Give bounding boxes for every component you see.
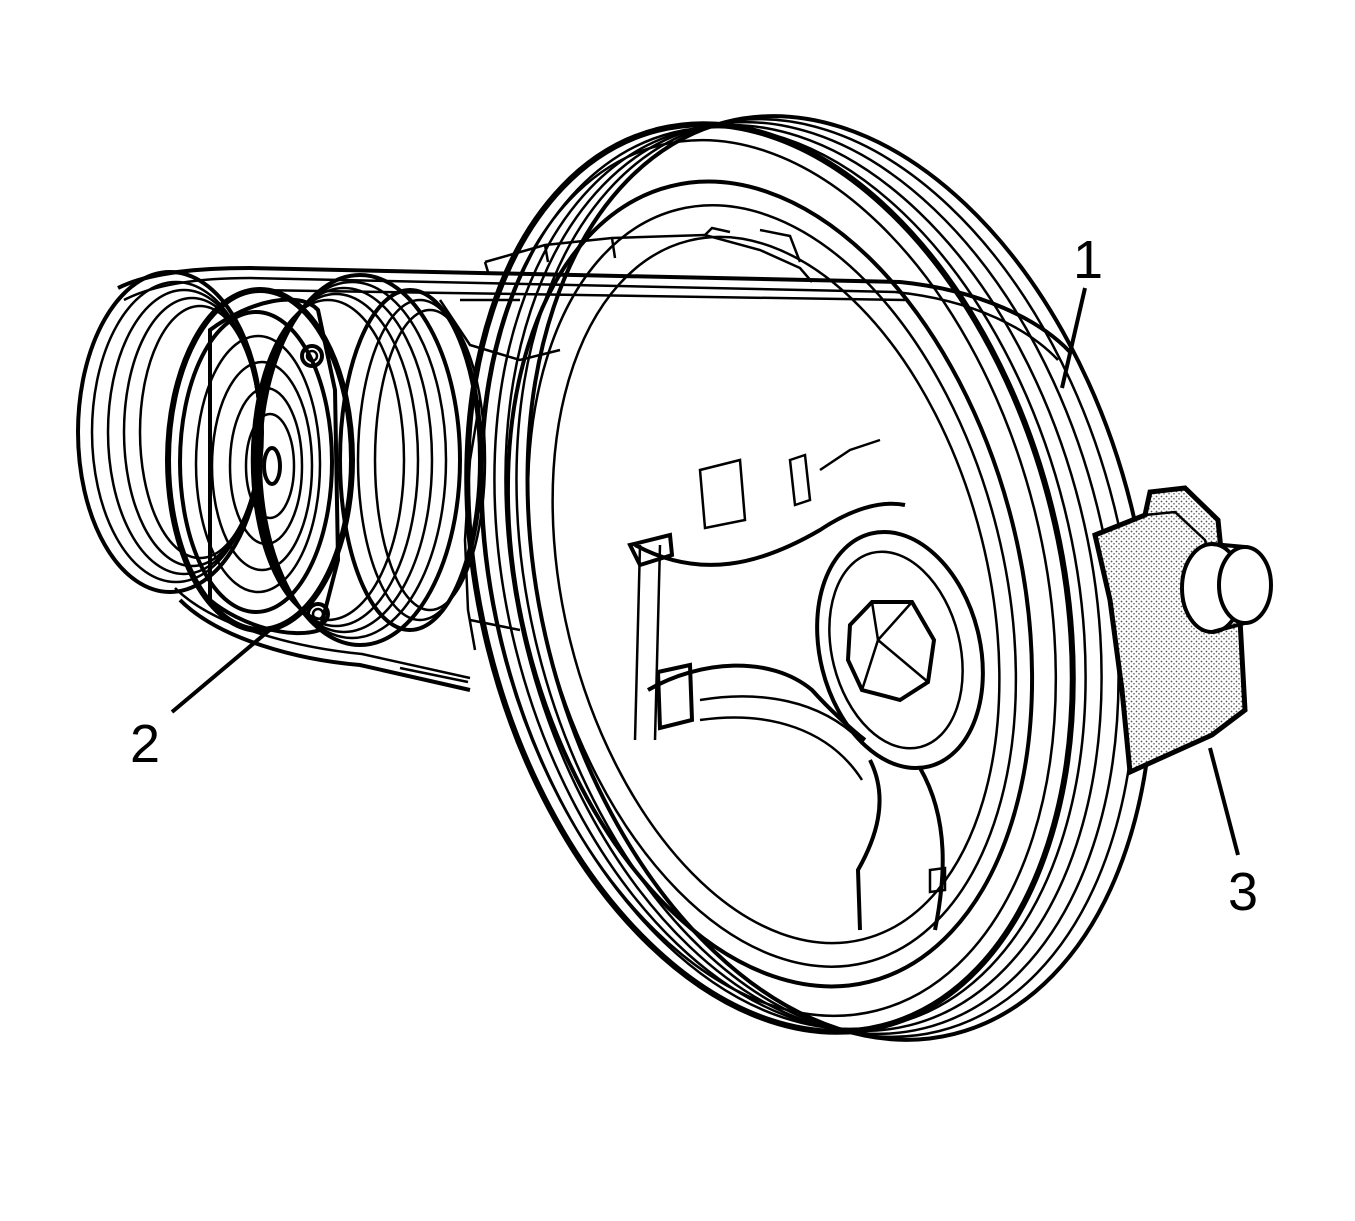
callout-label-1: 1 — [1073, 230, 1103, 290]
leader-line-3 — [1208, 747, 1240, 856]
compressor-clutch-pulley — [165, 273, 462, 647]
leader-line-1 — [1060, 287, 1087, 389]
sensor-bracket — [1092, 485, 1273, 776]
leader-lines — [170, 287, 1240, 856]
leader-line-2 — [170, 626, 274, 714]
callout-label-2: 2 — [130, 714, 160, 774]
callout-label-3: 3 — [1228, 862, 1258, 922]
pulley-housing-body — [338, 288, 521, 632]
crankshaft-balancer — [464, 114, 1155, 1042]
